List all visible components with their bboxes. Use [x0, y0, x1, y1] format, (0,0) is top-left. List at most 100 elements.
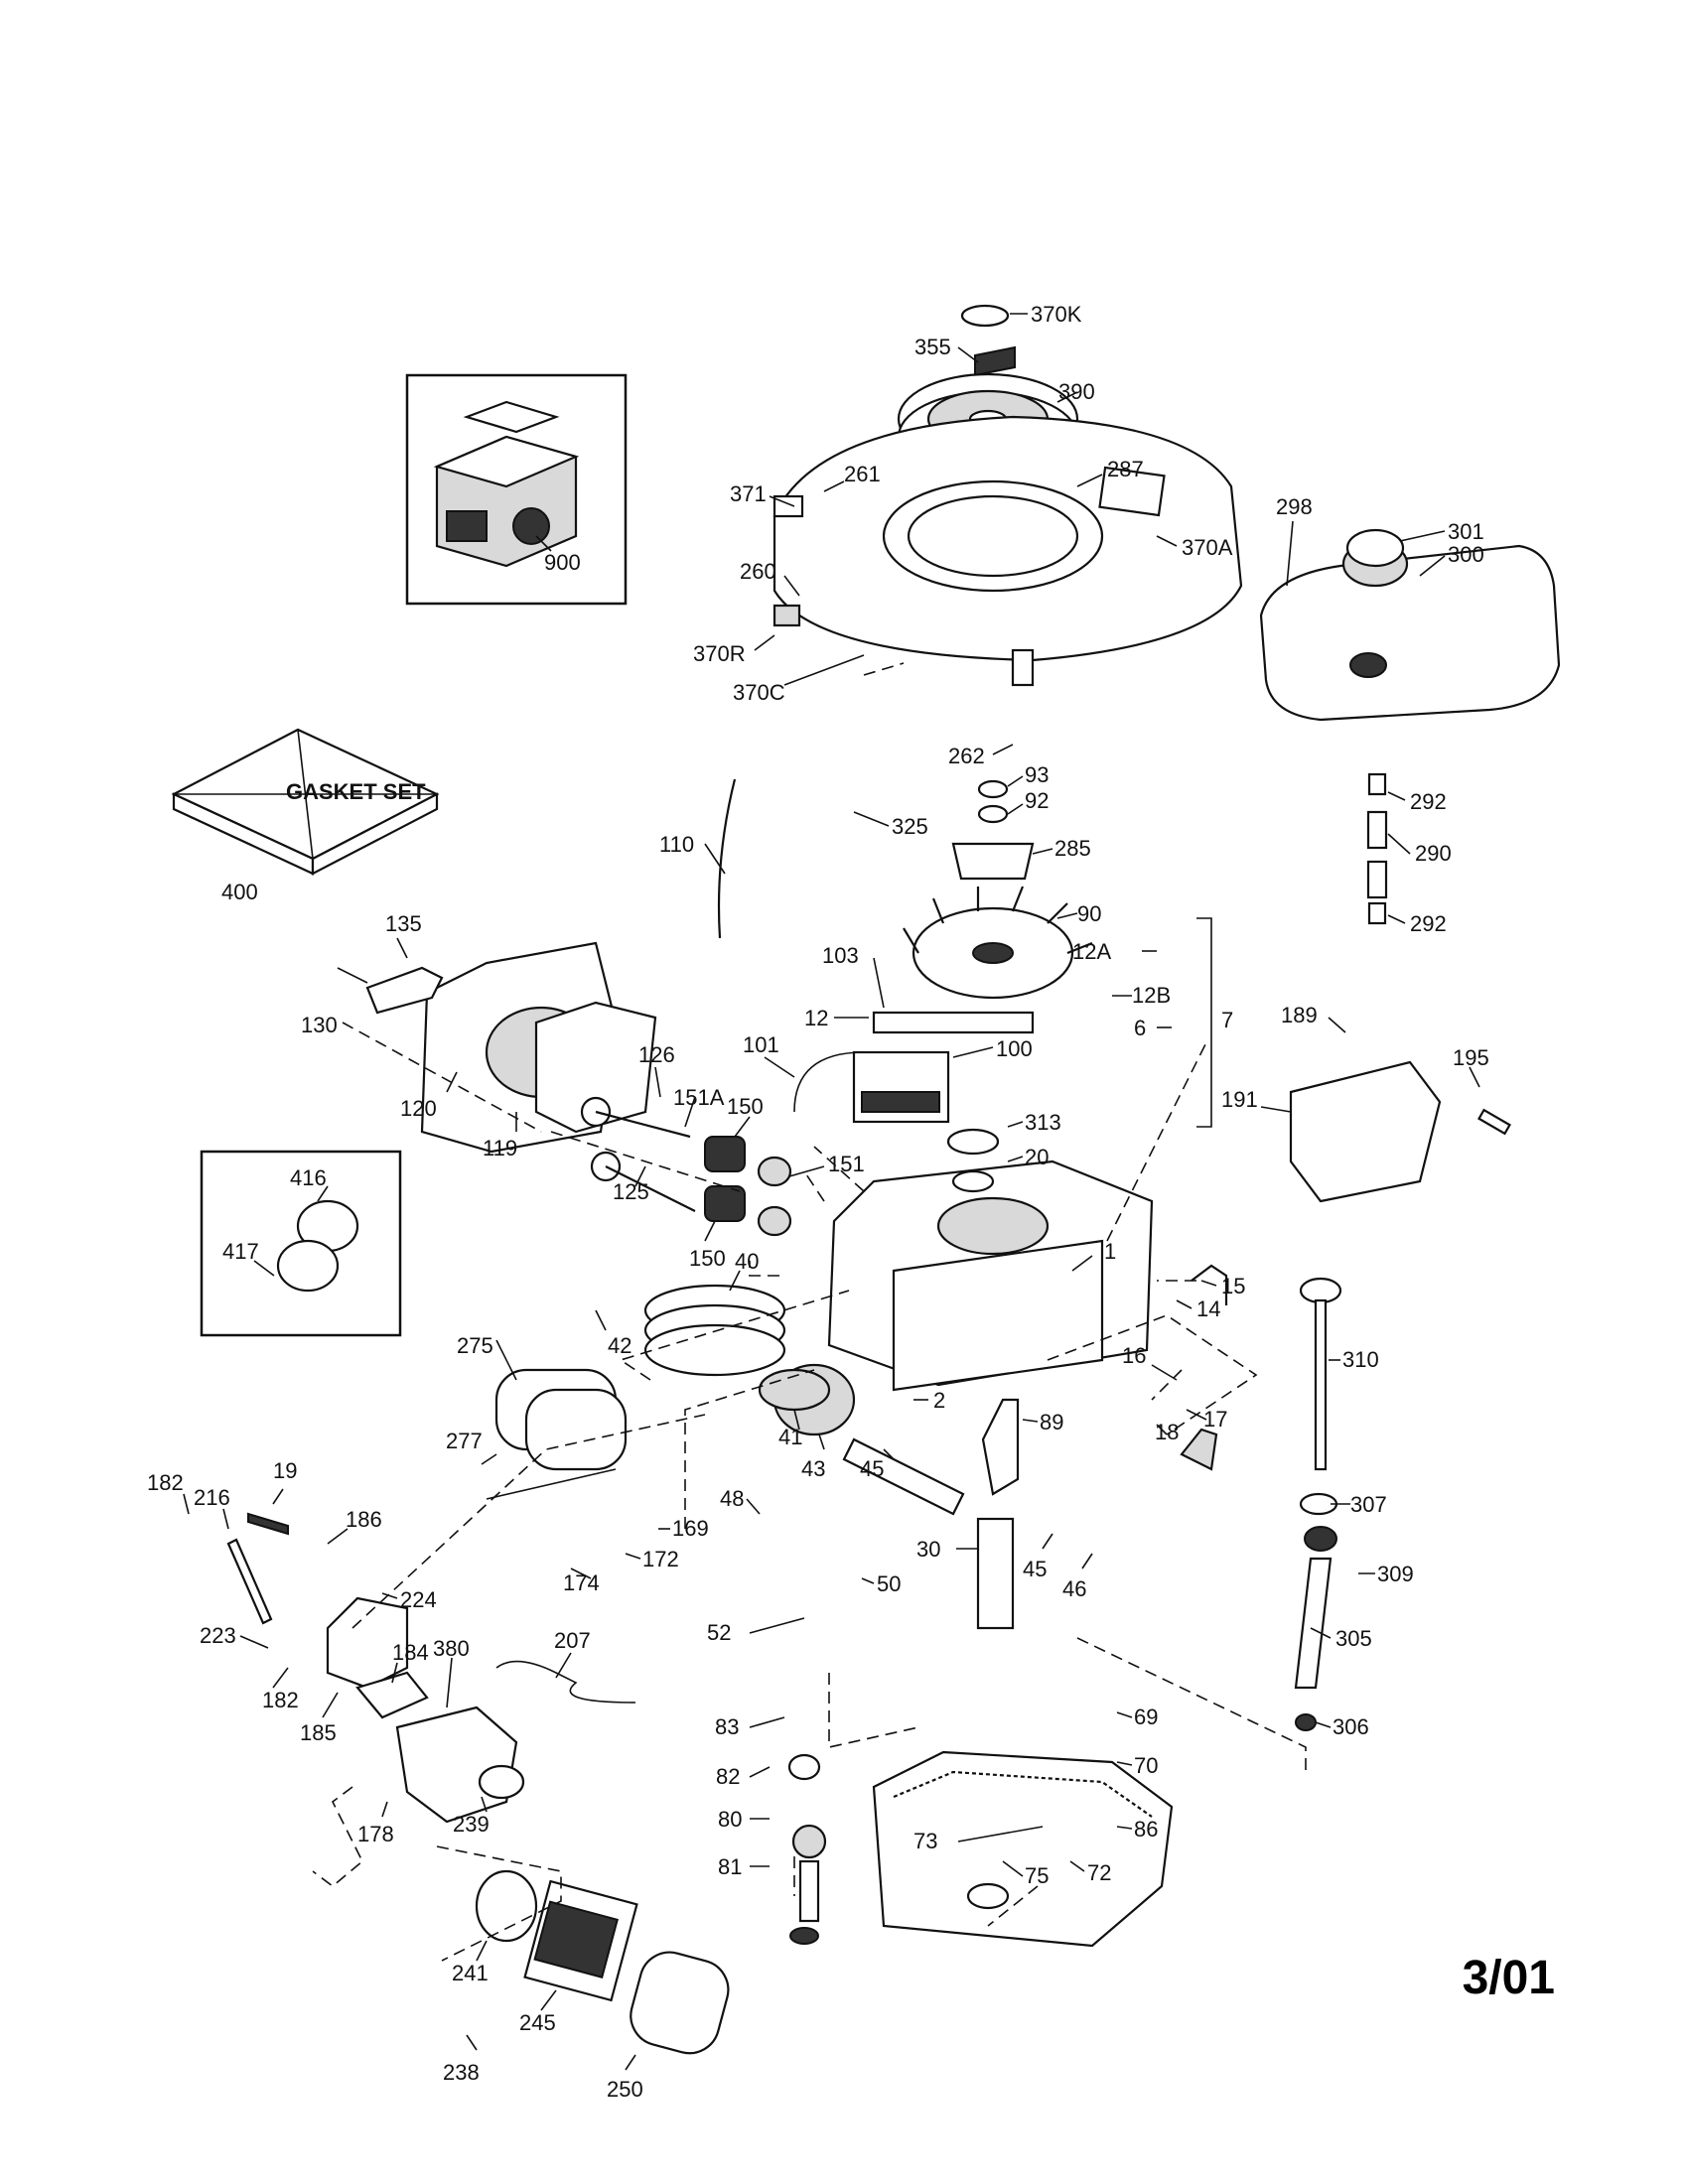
callout-310: 310	[1342, 1347, 1379, 1372]
callout-86: 86	[1134, 1817, 1158, 1842]
callout-224: 224	[400, 1587, 437, 1612]
callout-30: 30	[916, 1537, 940, 1562]
gasket-set-text: GASKET SET	[286, 779, 426, 804]
callout-371: 371	[730, 481, 767, 506]
callout-73: 73	[913, 1829, 937, 1853]
bracket-group-7	[1196, 917, 1212, 1128]
callout-100: 100	[996, 1036, 1033, 1061]
callout-103: 103	[822, 943, 859, 968]
callout-48: 48	[720, 1486, 744, 1511]
callout-92: 92	[1025, 788, 1049, 813]
callout-287: 287	[1107, 457, 1144, 481]
callout-290: 290	[1415, 841, 1452, 866]
callout-50: 50	[877, 1571, 901, 1596]
callout-75: 75	[1025, 1863, 1049, 1888]
callout-18: 18	[1155, 1420, 1179, 1444]
callout-300: 300	[1448, 542, 1484, 567]
callout-120: 120	[400, 1096, 437, 1121]
callout-130: 130	[301, 1013, 338, 1037]
callout-41: 41	[778, 1425, 802, 1449]
callout-150-bottom: 150	[689, 1246, 726, 1271]
callout-46: 46	[1062, 1576, 1086, 1601]
engine-block	[827, 1128, 1154, 1392]
leader-292-bottom	[1387, 914, 1406, 924]
callout-370K: 370K	[1031, 302, 1082, 327]
callout-19: 19	[273, 1458, 297, 1483]
cylinder-head-group	[365, 941, 657, 1154]
callout-241: 241	[452, 1961, 489, 1985]
callout-126: 126	[638, 1042, 675, 1067]
assembly-lines	[312, 662, 1307, 1962]
callout-89: 89	[1040, 1410, 1063, 1434]
callout-45-bottom: 45	[1023, 1557, 1047, 1581]
callout-277: 277	[446, 1429, 483, 1453]
callout-307: 307	[1350, 1492, 1387, 1517]
callout-45-top: 45	[860, 1456, 884, 1481]
callout-125: 125	[613, 1179, 649, 1204]
sump-group	[787, 1750, 1174, 1948]
callout-1: 1	[1104, 1239, 1116, 1264]
callout-400: 400	[221, 880, 258, 904]
callout-261: 261	[844, 462, 881, 486]
flywheel-group	[717, 778, 1093, 1124]
callout-42: 42	[608, 1333, 632, 1358]
callout-40: 40	[735, 1249, 759, 1274]
engine-assembly-inset	[405, 373, 628, 606]
controls-group	[1180, 1060, 1511, 1471]
callout-305: 305	[1335, 1626, 1372, 1651]
callout-182-top: 182	[147, 1470, 184, 1495]
callout-292-top: 292	[1410, 789, 1447, 814]
callout-20: 20	[1025, 1145, 1049, 1169]
callout-151: 151	[828, 1152, 865, 1176]
callout-labels: 370K 355 390 261 287 371 370A 298 301 30…	[147, 302, 1489, 2102]
callout-238: 238	[443, 2060, 480, 2085]
callout-182-bottom: 182	[262, 1688, 299, 1712]
callout-174: 174	[563, 1570, 600, 1595]
callout-82: 82	[716, 1764, 740, 1789]
callout-223: 223	[200, 1623, 236, 1648]
callout-370R: 370R	[693, 641, 746, 666]
callout-80: 80	[718, 1807, 742, 1832]
callout-101: 101	[743, 1032, 779, 1057]
callout-306: 306	[1333, 1714, 1369, 1739]
callout-191: 191	[1221, 1087, 1258, 1112]
callout-184: 184	[392, 1640, 429, 1665]
callout-2: 2	[933, 1388, 945, 1413]
callout-150-top: 150	[727, 1094, 764, 1119]
callout-6: 6	[1134, 1016, 1146, 1040]
callout-239: 239	[453, 1812, 490, 1837]
callout-900: 900	[544, 550, 581, 575]
callout-135: 135	[385, 911, 422, 936]
valve-cover-inset	[200, 1150, 402, 1337]
callout-172: 172	[642, 1547, 679, 1571]
callout-110: 110	[659, 832, 694, 857]
callout-12: 12	[804, 1006, 828, 1030]
callout-151A: 151A	[673, 1085, 725, 1110]
gasket-set-package: GASKET SET	[171, 728, 440, 876]
callout-380: 380	[433, 1636, 470, 1661]
callout-216: 216	[194, 1485, 230, 1510]
callout-301: 301	[1448, 519, 1484, 544]
blower-housing-group	[772, 304, 1243, 687]
callout-245: 245	[519, 2010, 556, 2035]
callout-390: 390	[1058, 379, 1095, 404]
callout-17: 17	[1203, 1407, 1227, 1432]
callout-298: 298	[1276, 494, 1313, 519]
callout-325: 325	[892, 814, 928, 839]
callout-83: 83	[715, 1714, 739, 1739]
callout-285: 285	[1054, 836, 1091, 861]
callout-186: 186	[346, 1507, 382, 1532]
callout-275: 275	[457, 1333, 493, 1358]
callout-52: 52	[707, 1620, 731, 1645]
callout-250: 250	[607, 2077, 643, 2102]
callout-370A: 370A	[1182, 535, 1233, 560]
carburetor-group	[226, 1512, 636, 1824]
callout-185: 185	[300, 1720, 337, 1745]
callout-43: 43	[801, 1456, 825, 1481]
callout-15: 15	[1221, 1274, 1245, 1298]
callout-178: 178	[357, 1822, 394, 1846]
callout-14: 14	[1196, 1297, 1220, 1321]
callout-169: 169	[672, 1516, 709, 1541]
callout-313: 313	[1025, 1110, 1061, 1135]
